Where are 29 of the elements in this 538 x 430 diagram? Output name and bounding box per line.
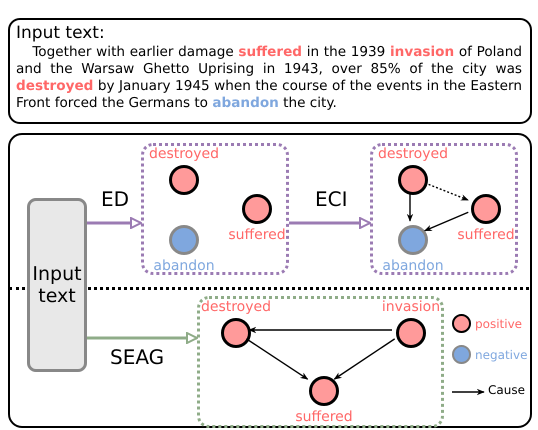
- arrow: [248, 326, 392, 334]
- paragraph: Together with earlier damage suffered in the 1939 invasion of Poland and the Warsaw Ghetto Uprising in 1943, over 85% of the city was destroyed by January 1945 when the course of the events in the Eastern Front forced the Germans to abandon the city.: [16, 44, 522, 112]
- event-label: suffered: [295, 409, 353, 425]
- event-label: destroyed: [378, 146, 448, 162]
- box-label: Input text: [32, 263, 82, 307]
- arrow: [87, 217, 142, 229]
- event-label: invasion: [382, 299, 440, 315]
- dotted-group-box: [197, 296, 444, 428]
- arrow: [289, 217, 371, 229]
- event-label: destroyed: [200, 299, 272, 315]
- arrow: [87, 332, 198, 344]
- legend-label: positive: [475, 316, 522, 330]
- arrow: [424, 212, 469, 232]
- input-box: [27, 198, 87, 372]
- dotted-group-box: [370, 143, 518, 275]
- event-label: suffered: [457, 227, 515, 243]
- event-label: suffered: [228, 227, 286, 243]
- event-label: destroyed: [148, 146, 220, 162]
- event-label: abandon: [382, 258, 444, 274]
- arrow: [406, 193, 414, 222]
- legend-label: negative: [475, 348, 528, 362]
- legend-label: Cause: [488, 383, 525, 397]
- arrow: [334, 338, 396, 380]
- card-heading: Input text:: [16, 22, 106, 44]
- arrow: [246, 338, 308, 380]
- event-label: abandon: [153, 258, 215, 274]
- arrow: [424, 182, 469, 201]
- dotted-group-box: [141, 143, 289, 275]
- text-card: [8, 18, 532, 124]
